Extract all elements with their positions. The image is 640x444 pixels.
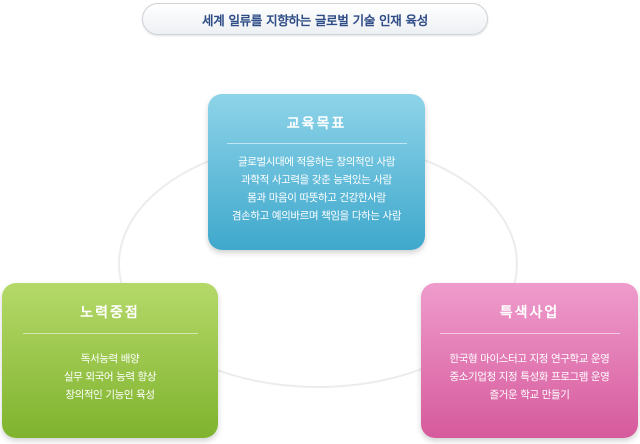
effort-focus-item: 실무 외국어 능력 향상 — [63, 371, 157, 383]
special-program-item: 즐거운 학교 만들기 — [489, 389, 570, 401]
effort-focus-item: 독서능력 배양 — [80, 353, 140, 365]
effort-focus-heading: 노력중점 — [80, 305, 140, 321]
effort-focus-item: 창의적인 기능인 육성 — [65, 389, 155, 401]
education-goal-list: 글로벌시대에 적응하는 창의적인 사람 과학적 사고력을 갖춘 능력있는 사람 … — [208, 153, 425, 225]
special-program-item: 한국형 마이스터고 지정 연구학교 운영 — [449, 353, 610, 365]
education-goal-item: 몸과 마음이 따뜻하고 건강한사람 — [247, 192, 386, 204]
education-goal-card: 교육목표 글로벌시대에 적응하는 창의적인 사람 과학적 사고력을 갖춘 능력있… — [208, 94, 425, 250]
effort-focus-list: 독서능력 배양 실무 외국어 능력 향상 창의적인 기능인 육성 — [2, 350, 218, 404]
effort-focus-divider — [22, 333, 198, 334]
special-program-heading: 특색사업 — [499, 305, 560, 321]
special-program-list: 한국형 마이스터고 지정 연구학교 운영 중소기업청 지정 특성화 프로그램 운… — [421, 350, 638, 404]
education-goal-item: 과학적 사고력을 갖춘 능력있는 사람 — [241, 174, 392, 186]
education-goal-divider — [226, 143, 407, 144]
page-title: 세계 일류를 지향하는 글로벌 기술 인재 육성 — [202, 12, 428, 28]
special-program-item: 중소기업청 지정 특성화 프로그램 운영 — [449, 371, 610, 383]
effort-focus-card: 노력중점 독서능력 배양 실무 외국어 능력 향상 창의적인 기능인 육성 — [2, 283, 218, 438]
special-program-card: 특색사업 한국형 마이스터고 지정 연구학교 운영 중소기업청 지정 특성화 프… — [421, 283, 638, 438]
education-goal-item: 겸손하고 예의바르며 책임을 다하는 사람 — [231, 210, 402, 222]
title-banner: 세계 일류를 지향하는 글로벌 기술 인재 육성 — [142, 3, 488, 35]
education-goal-heading: 교육목표 — [286, 116, 347, 132]
special-program-divider — [439, 333, 620, 334]
education-goal-item: 글로벌시대에 적응하는 창의적인 사람 — [238, 156, 395, 168]
